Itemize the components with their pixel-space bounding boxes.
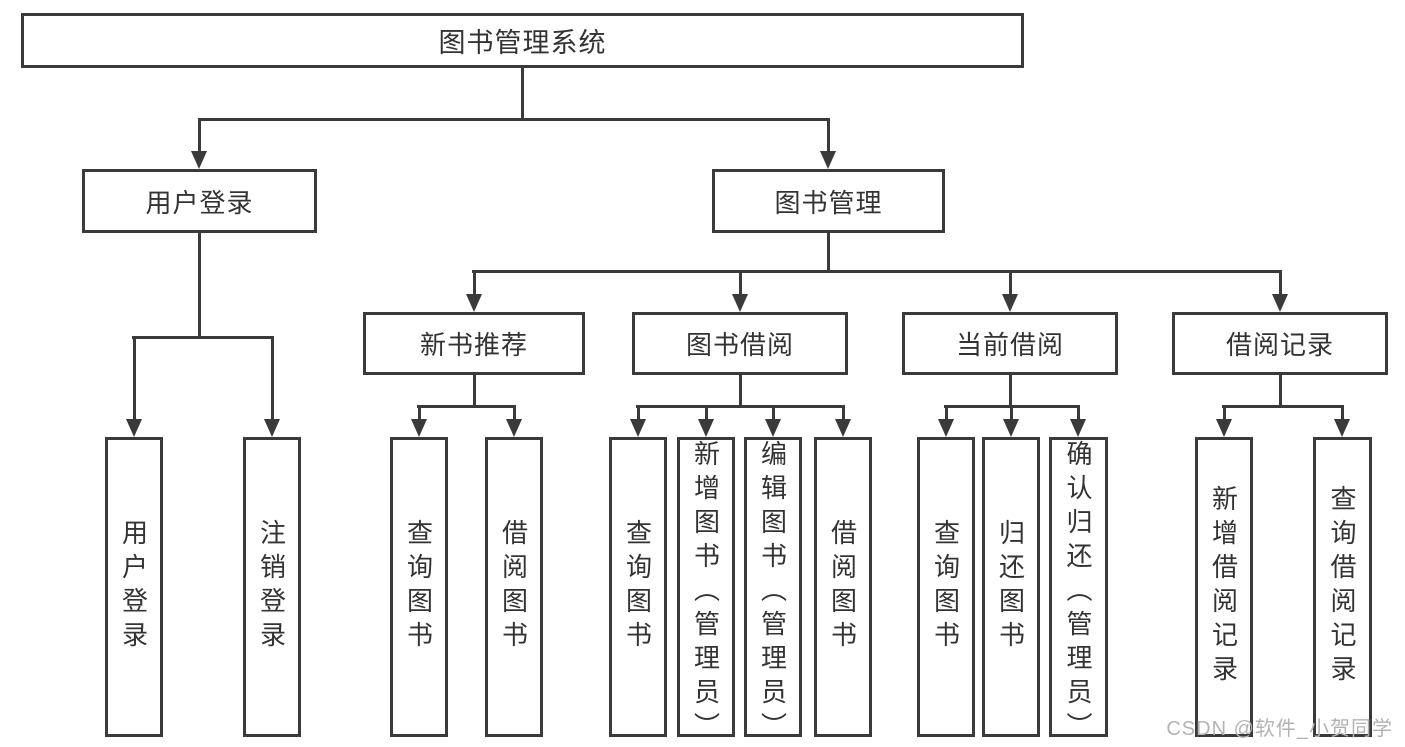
connector-rail-borrow-record	[1222, 405, 1344, 408]
leaf-add-book-admin-label: 新增图书（管理员）	[690, 440, 721, 746]
connector-arrow-to-current-borrow	[1002, 270, 1018, 312]
connector-arrow-to-book-borrow	[732, 270, 748, 312]
connector-rail-book-borrow	[636, 405, 845, 408]
leaf-current-query-book: 查询图书	[917, 437, 975, 737]
node-root: 图书管理系统	[21, 13, 1024, 68]
leaf-query-borrow-record-label: 查询借阅记录	[1327, 485, 1357, 689]
node-book-borrow: 图书借阅	[632, 312, 848, 375]
leaf-return-book-label: 归还图书	[995, 519, 1026, 655]
leaf-query-borrow-record: 查询借阅记录	[1313, 437, 1372, 737]
leaf-borrow-query-book-label: 查询图书	[622, 519, 653, 655]
leaf-borrow-borrow-book-label: 借阅图书	[827, 519, 858, 655]
leaf-return-book: 归还图书	[982, 437, 1040, 737]
connector-arrow-to-leaf-logout	[264, 336, 280, 437]
connector-stub-user-login	[198, 233, 201, 336]
node-user-login-label: 用户登录	[145, 187, 254, 218]
connector-arrow-to-leaf-user-login	[126, 336, 142, 437]
connector-arrow-to-add-record	[1216, 405, 1232, 437]
connector-stub-root	[521, 68, 524, 118]
node-current-borrow-label: 当前借阅	[955, 330, 1064, 360]
connector-arrow-to-add-book	[698, 405, 714, 437]
node-root-label: 图书管理系统	[438, 28, 607, 58]
node-book-management: 图书管理	[712, 169, 945, 233]
connector-stub-book-borrow	[739, 375, 742, 405]
leaf-borrow-borrow-book: 借阅图书	[814, 437, 872, 737]
connector-rail-level3	[472, 270, 1281, 273]
connector-rail-new-book-recommend	[417, 405, 516, 408]
connector-rail-user-login	[132, 336, 274, 339]
connector-arrow-to-user-login	[191, 118, 207, 169]
leaf-current-query-book-label: 查询图书	[930, 519, 961, 655]
node-current-borrow: 当前借阅	[902, 312, 1118, 375]
connector-stub-current-borrow	[1009, 375, 1012, 405]
leaf-recommend-query-book: 查询图书	[390, 437, 448, 737]
connector-arrow-to-confirm-return	[1070, 405, 1086, 437]
connector-stub-new-book-recommend	[473, 375, 476, 405]
connector-arrow-to-borrow-query	[630, 405, 646, 437]
node-borrow-record-label: 借阅记录	[1225, 330, 1334, 360]
leaf-confirm-return-admin-label: 确认归还（管理员）	[1063, 440, 1093, 746]
connector-arrow-to-new-book-recommend	[466, 270, 482, 312]
node-user-login: 用户登录	[82, 169, 317, 233]
connector-arrow-to-borrow-record	[1272, 270, 1288, 312]
leaf-add-borrow-record: 新增借阅记录	[1195, 437, 1253, 737]
node-new-book-recommend-label: 新书推荐	[419, 330, 528, 360]
connector-arrow-to-book-management	[820, 118, 836, 169]
leaf-edit-book-admin-label: 编辑图书（管理员）	[757, 440, 788, 746]
leaf-edit-book-admin: 编辑图书（管理员）	[744, 437, 802, 746]
connector-rail-level2	[198, 118, 830, 121]
leaf-borrow-query-book: 查询图书	[609, 437, 667, 737]
leaf-confirm-return-admin: 确认归还（管理员）	[1049, 437, 1108, 746]
node-book-management-label: 图书管理	[774, 187, 883, 218]
connector-arrow-to-borrow-book	[835, 405, 851, 437]
leaf-recommend-query-book-label: 查询图书	[403, 519, 434, 655]
connector-arrow-to-edit-book	[765, 405, 781, 437]
node-new-book-recommend: 新书推荐	[363, 312, 585, 375]
leaf-user-login-label: 用户登录	[118, 519, 149, 655]
node-borrow-record: 借阅记录	[1172, 312, 1388, 375]
connector-arrow-to-current-query	[938, 405, 954, 437]
leaf-user-login: 用户登录	[105, 437, 163, 737]
leaf-logout-label: 注销登录	[256, 519, 287, 655]
leaf-recommend-borrow-book: 借阅图书	[485, 437, 543, 737]
node-book-borrow-label: 图书借阅	[685, 330, 794, 360]
connector-arrow-to-query-record	[1334, 405, 1350, 437]
csdn-watermark: CSDN @软件_小贺同学	[1166, 718, 1393, 740]
leaf-add-book-admin: 新增图书（管理员）	[677, 437, 735, 746]
leaf-recommend-borrow-book-label: 借阅图书	[498, 519, 529, 655]
leaf-add-borrow-record-label: 新增借阅记录	[1208, 485, 1239, 689]
leaf-logout: 注销登录	[243, 437, 301, 737]
connector-arrow-to-recommend-query	[411, 405, 427, 437]
connector-stub-book-management	[827, 233, 830, 270]
connector-arrow-to-recommend-borrow	[506, 405, 522, 437]
connector-stub-borrow-record	[1279, 375, 1282, 405]
connector-arrow-to-return-book	[1003, 405, 1019, 437]
